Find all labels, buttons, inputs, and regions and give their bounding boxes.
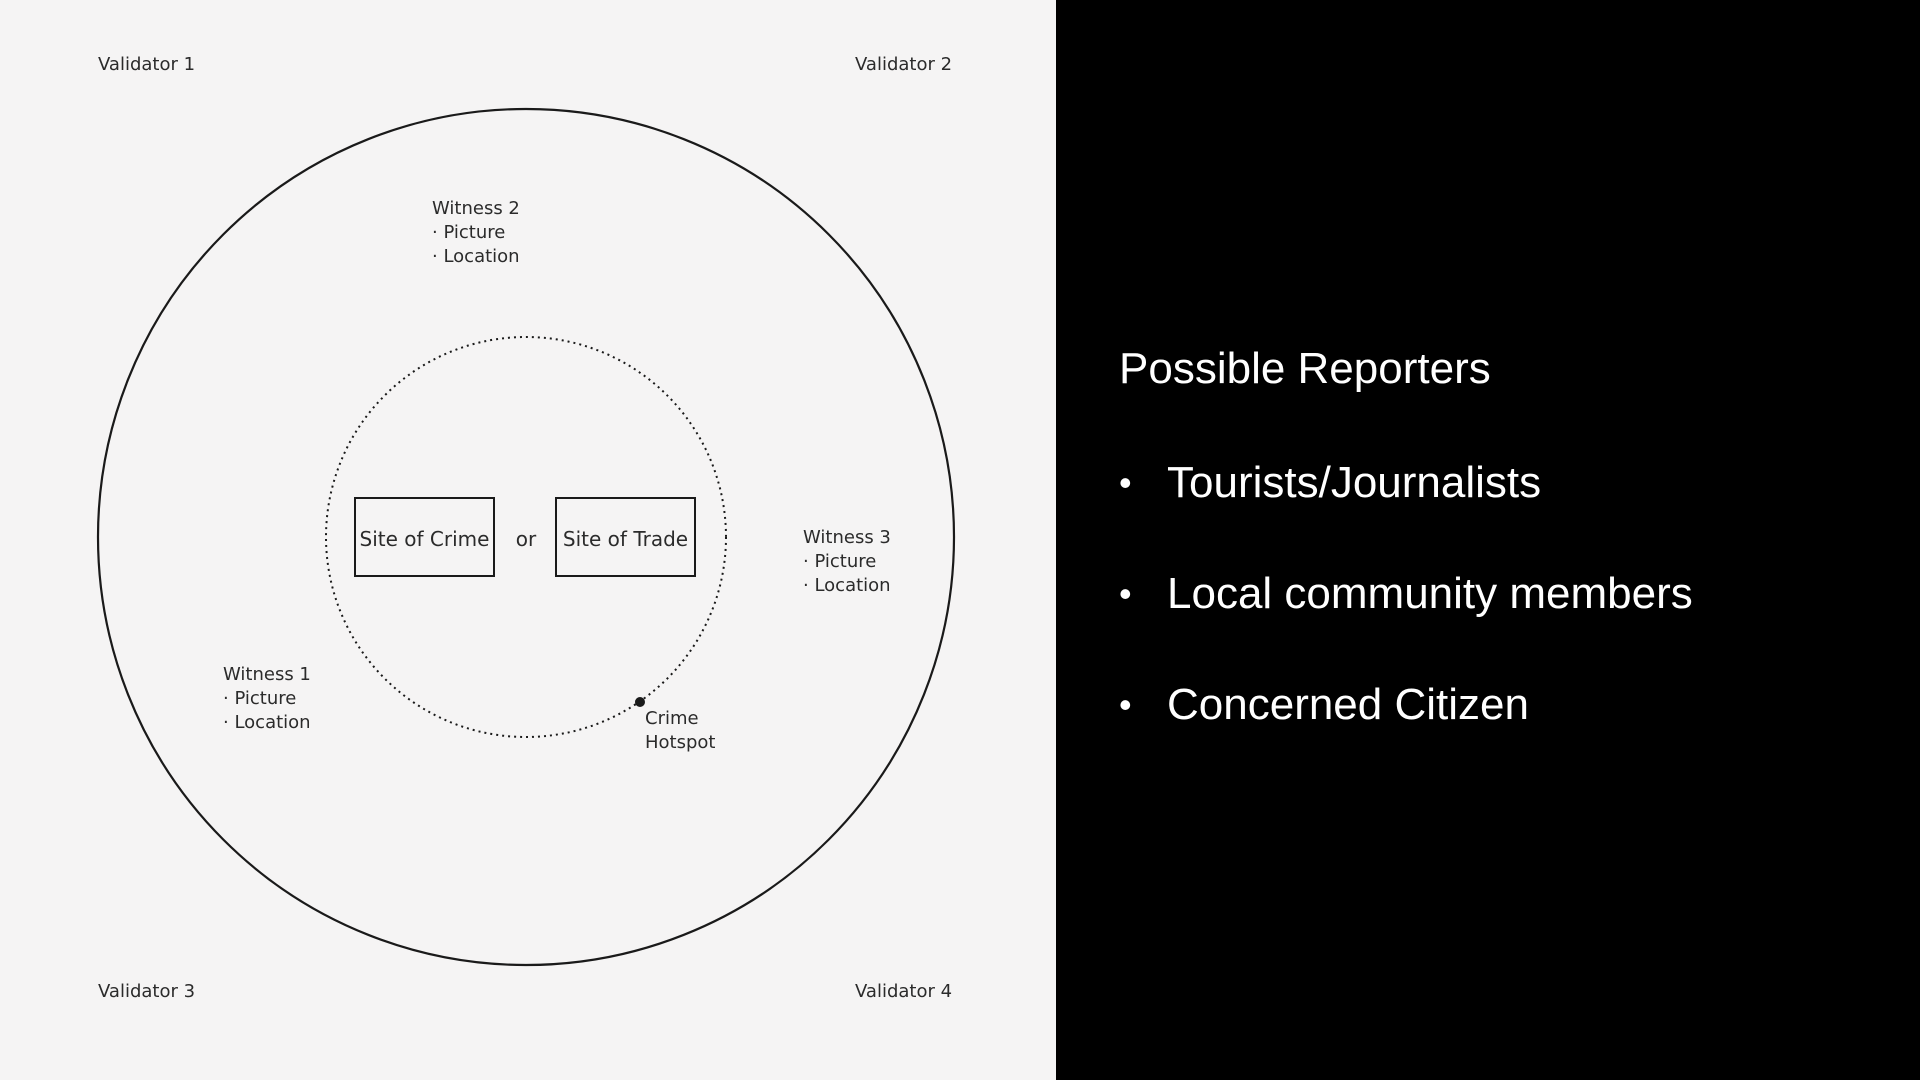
outer-network-circle [96,107,956,967]
list-item-label: Tourists/Journalists [1167,458,1542,507]
diagram-panel: Validator 1 Validator 2 Validator 3 Vali… [0,0,1056,1080]
crime-hotspot-line-1: Crime [645,708,699,729]
hotspot-radius-circle [325,336,727,738]
site-of-crime-box [354,497,495,577]
witness-2-picture: · Picture [432,222,505,243]
witness-3-location: · Location [803,575,891,596]
witness-1-note: Witness 1 · Picture · Location [223,664,311,733]
crime-hotspot-line-2: Hotspot [645,732,715,753]
validator-3-label: Validator 3 [98,981,195,1002]
validator-2-label: Validator 2 [855,54,952,75]
reporters-list: • Tourists/Journalists • Local community… [1119,455,1693,788]
site-of-crime-label: Site of Crime [360,527,490,551]
validator-1-label: Validator 1 [98,54,195,75]
reporters-panel: Possible Reporters • Tourists/Journalist… [1056,0,1920,1080]
witness-1-picture: · Picture [223,688,296,709]
network-diagram: Validator 1 Validator 2 Validator 3 Vali… [96,54,956,1002]
witness-2-title: Witness 2 [432,198,520,219]
site-of-trade-box [555,497,696,577]
witness-3-picture: · Picture [803,551,876,572]
list-item-label: Concerned Citizen [1167,680,1529,729]
witness-2-location: · Location [432,246,520,267]
witness-1-title: Witness 1 [223,664,311,685]
list-item-local-community: • Local community members [1119,566,1693,677]
witness-3-note: Witness 3 · Picture · Location [803,527,891,596]
list-item-label: Local community members [1167,569,1693,618]
panel-title: Possible Reporters [1119,344,1491,393]
or-connector: or [516,527,537,551]
list-item-tourists: • Tourists/Journalists [1119,455,1693,566]
bullet-icon: • [1119,684,1132,725]
witness-2-note: Witness 2 · Picture · Location [432,198,520,267]
bullet-icon: • [1119,573,1132,614]
witness-1-location: · Location [223,712,311,733]
bullet-icon: • [1119,462,1132,503]
site-of-trade-label: Site of Trade [563,527,688,551]
witness-3-title: Witness 3 [803,527,891,548]
list-item-concerned-citizen: • Concerned Citizen [1119,677,1693,788]
validator-4-label: Validator 4 [855,981,952,1002]
crime-hotspot-dot [635,697,645,707]
